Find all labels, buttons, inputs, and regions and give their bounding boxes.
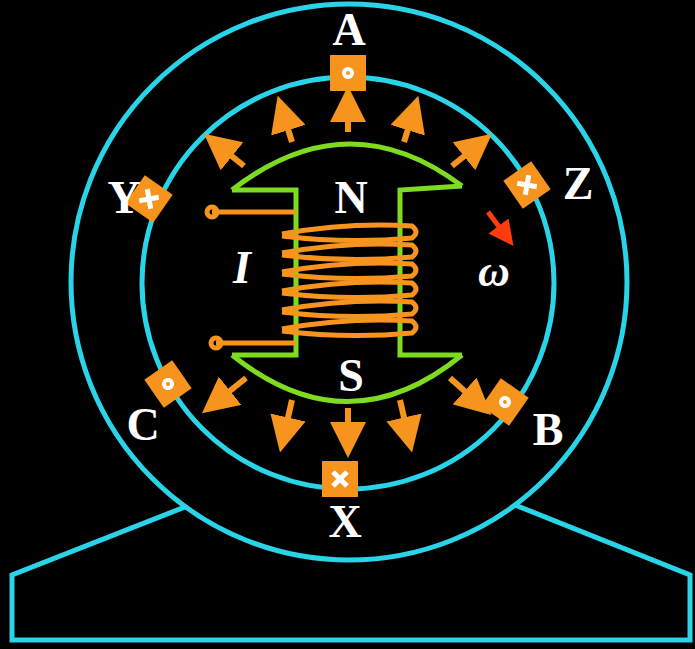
current-label: I	[233, 245, 251, 291]
rotation-arrow	[488, 212, 506, 236]
coil-turn	[282, 244, 416, 260]
phase-terminal-label: B	[533, 407, 564, 453]
phase-terminal-label: Y	[107, 175, 140, 221]
field-coil	[207, 207, 416, 348]
pole-label: N	[334, 175, 367, 221]
coil-turn	[282, 263, 416, 279]
pole-label: S	[338, 353, 364, 399]
phase-terminal-label: Z	[563, 161, 594, 207]
stator-housing	[12, 4, 690, 640]
coil-turn	[282, 225, 416, 241]
rotor-pole	[232, 144, 462, 402]
coil-turn	[282, 301, 416, 317]
field-arrows	[216, 104, 478, 440]
stator-slots	[125, 55, 550, 497]
coil-turn	[282, 320, 416, 336]
phase-terminal-label: C	[126, 402, 159, 448]
phase-terminal-label: A	[332, 7, 365, 53]
phase-terminal-label: X	[328, 499, 361, 545]
speed-label: ω	[478, 250, 510, 294]
coil-turn	[282, 282, 416, 298]
